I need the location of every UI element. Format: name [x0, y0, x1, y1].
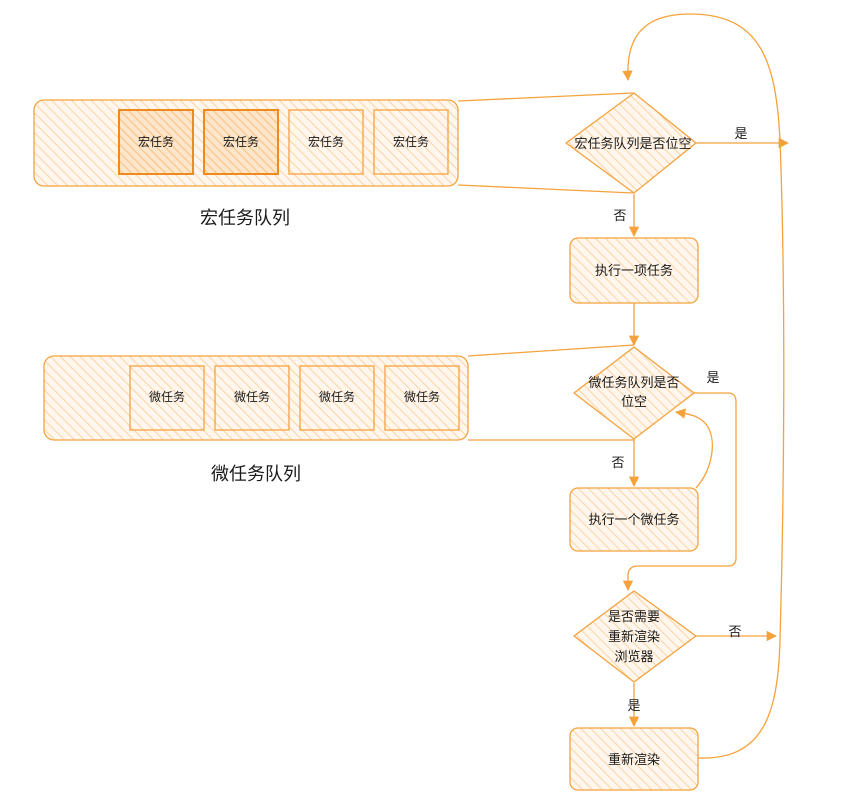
micro-task-item: 微任务	[384, 365, 460, 431]
macro-task-item: 宏任务	[118, 109, 194, 175]
render-decision: 是否需要 重新渲染 浏览器	[573, 590, 697, 683]
edge-main-loop	[622, 13, 785, 759]
macro-empty-decision-label: 宏任务队列是否位空	[574, 136, 691, 152]
edge-label-macro-yes: 是	[734, 127, 747, 142]
exec-macro-task-label: 执行一项任务	[595, 263, 673, 279]
micro-task-label: 微任务	[149, 389, 185, 404]
micro-task-item: 微任务	[299, 365, 375, 431]
macro-queue-title: 宏任务队列	[200, 208, 290, 229]
macro-task-label: 宏任务	[308, 134, 344, 149]
rerender-box: 重新渲染	[569, 727, 699, 791]
edge-micro-yes	[622, 392, 737, 592]
edge-label-render-yes: 是	[627, 699, 640, 714]
macro-queue-funnel-top	[457, 92, 634, 102]
micro-task-label: 微任务	[319, 389, 355, 404]
render-decision-label-line3: 浏览器	[614, 649, 653, 665]
macro-task-item: 宏任务	[203, 109, 279, 175]
edge-micro-loop	[674, 408, 713, 489]
edge-label-micro-no: 否	[611, 456, 624, 471]
micro-queue-title: 微任务队列	[211, 464, 301, 485]
exec-macro-task-box: 执行一项任务	[569, 237, 699, 304]
render-decision-label-line2: 重新渲染	[608, 629, 660, 645]
micro-task-item: 微任务	[129, 365, 205, 431]
micro-queue-funnel-top	[467, 344, 635, 357]
rerender-label: 重新渲染	[608, 752, 660, 768]
micro-empty-decision-label-line1: 微任务队列是否	[588, 375, 679, 391]
macro-queue-funnel-bottom	[457, 184, 634, 194]
micro-task-label: 微任务	[404, 389, 440, 404]
exec-micro-task-box: 执行一个微任务	[569, 487, 699, 552]
macro-task-label: 宏任务	[223, 134, 259, 149]
macro-empty-decision: 宏任务队列是否位空	[565, 92, 697, 194]
micro-empty-decision-label-line2: 位空	[621, 395, 647, 410]
micro-empty-decision: 微任务队列是否 位空	[573, 346, 695, 440]
exec-micro-task-label: 执行一个微任务	[588, 512, 679, 528]
render-decision-label-line1: 是否需要	[608, 610, 660, 625]
macro-task-label: 宏任务	[138, 134, 174, 149]
micro-task-item: 微任务	[214, 365, 290, 431]
micro-task-queue: 微任务 微任务 微任务 微任务 微任务队列	[43, 355, 469, 485]
micro-task-label: 微任务	[234, 389, 270, 404]
edge-label-render-no: 否	[728, 625, 741, 640]
edge-label-macro-no: 否	[613, 209, 626, 224]
macro-task-item: 宏任务	[373, 109, 449, 175]
macro-task-item: 宏任务	[288, 109, 364, 175]
macro-task-queue: 宏任务 宏任务 宏任务 宏任务 宏任务队列	[33, 99, 459, 229]
edge-label-micro-yes: 是	[706, 371, 719, 386]
macro-task-label: 宏任务	[393, 134, 429, 149]
